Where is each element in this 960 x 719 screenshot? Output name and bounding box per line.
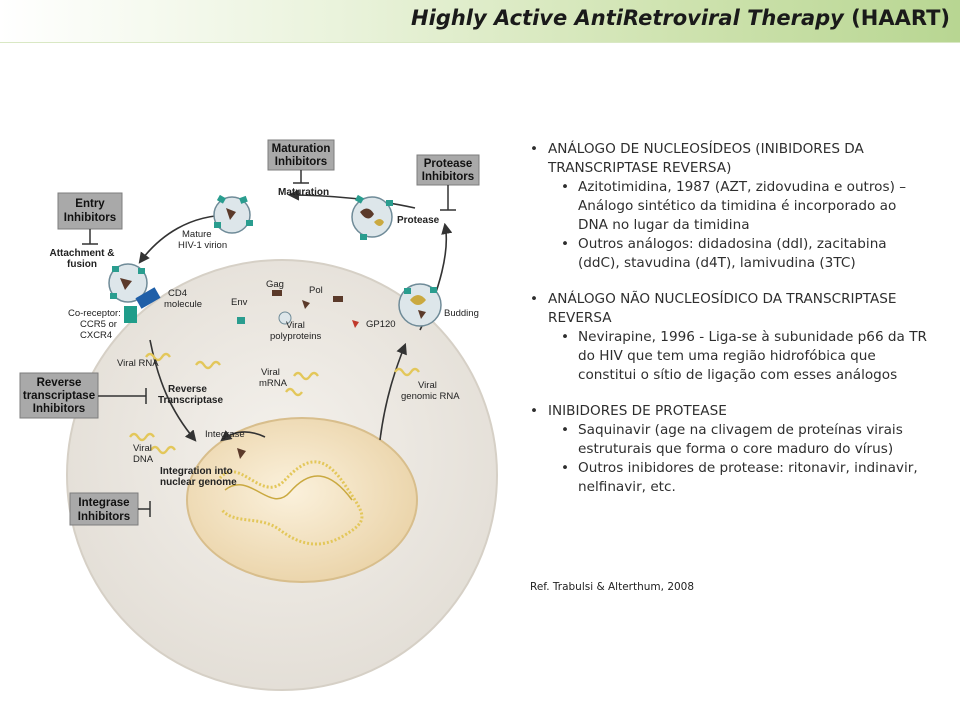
label-mature-1: Mature bbox=[182, 229, 212, 240]
title-divider bbox=[0, 42, 960, 43]
viral-proteins bbox=[237, 290, 359, 459]
label-attachment-1: Attachment & bbox=[49, 248, 114, 259]
label-coreceptor-1: Co-receptor: bbox=[68, 308, 121, 319]
section-heading: INIBIDORES DE PROTEASE bbox=[530, 402, 930, 421]
maturation-inhibitors-box: Maturation Inhibitors bbox=[267, 139, 335, 171]
reference: Ref. Trabulsi & Alterthum, 2008 bbox=[530, 581, 695, 593]
label-viral-dna-2: DNA bbox=[133, 454, 154, 465]
maturation-line1: Maturation bbox=[272, 143, 331, 155]
title-plain: (HAART) bbox=[851, 6, 950, 30]
protease-line1: Protease bbox=[424, 158, 473, 170]
list-item: Azitotimidina, 1987 (AZT, zidovudina e o… bbox=[561, 178, 930, 235]
coreceptor-shape bbox=[124, 306, 137, 323]
cd4-receptor bbox=[135, 287, 161, 309]
label-budding: Budding bbox=[444, 308, 479, 319]
integrase-inhibitors-box: Integrase Inhibitors bbox=[69, 492, 139, 526]
rna-strands bbox=[129, 352, 420, 455]
attaching-virion bbox=[108, 263, 148, 303]
section-list: Saquinavir (age na clivagem de proteínas… bbox=[530, 421, 930, 497]
section-heading: ANÁLOGO DE NUCLEOSÍDEOS (INIBIDORES DA T… bbox=[530, 140, 930, 178]
section-nucleoside: ANÁLOGO DE NUCLEOSÍDEOS (INIBIDORES DA T… bbox=[530, 140, 930, 273]
list-item: Outros inibidores de protease: ritonavir… bbox=[561, 459, 930, 497]
label-mature-2: HIV-1 virion bbox=[178, 240, 227, 251]
label-genomic-2: genomic RNA bbox=[401, 391, 460, 402]
content-column: ANÁLOGO DE NUCLEOSÍDEOS (INIBIDORES DA T… bbox=[530, 140, 930, 514]
entry-line1: Entry bbox=[75, 198, 105, 210]
label-viral-dna-1: Viral bbox=[133, 443, 152, 454]
list-item: Nevirapine, 1996 - Liga-se à subunidade … bbox=[561, 328, 930, 385]
mature-virion bbox=[213, 194, 253, 234]
entry-line2: Inhibitors bbox=[64, 212, 116, 224]
label-protease: Protease bbox=[397, 215, 440, 226]
section-list: Nevirapine, 1996 - Liga-se à subunidade … bbox=[530, 328, 930, 385]
maturation-line2: Inhibitors bbox=[275, 156, 327, 168]
label-gp120: GP120 bbox=[366, 319, 396, 330]
label-integration-1: Integration into bbox=[160, 466, 233, 477]
label-cd4-2: molecule bbox=[164, 299, 202, 310]
label-attachment-2: fusion bbox=[67, 259, 97, 270]
rt-inhibitors-box: Reverse transcriptase Inhibitors bbox=[19, 372, 99, 419]
label-pol: Pol bbox=[309, 285, 323, 296]
budding-virion bbox=[398, 283, 442, 327]
label-polyproteins-2: polyproteins bbox=[270, 331, 321, 342]
rt-line3: Inhibitors bbox=[33, 403, 85, 415]
section-protease: INIBIDORES DE PROTEASE Saquinavir (age n… bbox=[530, 402, 930, 497]
label-mrna-2: mRNA bbox=[259, 378, 288, 389]
title-italic: Highly Active AntiRetroviral Therapy bbox=[411, 6, 844, 30]
protease-inhibitors-box: Protease Inhibitors bbox=[416, 154, 480, 186]
label-integrase: Integrase bbox=[205, 429, 245, 440]
rt-line2: transcriptase bbox=[23, 390, 95, 402]
integrase-line2: Inhibitors bbox=[78, 511, 130, 523]
protease-line2: Inhibitors bbox=[422, 171, 474, 183]
slide-title: Highly Active AntiRetroviral Therapy (HA… bbox=[411, 6, 950, 30]
label-rt-2: Transcriptase bbox=[158, 395, 223, 406]
list-item: Saquinavir (age na clivagem de proteínas… bbox=[561, 421, 930, 459]
label-mrna-1: Viral bbox=[261, 367, 280, 378]
label-gag: Gag bbox=[266, 279, 284, 290]
entry-inhibitors-box: Entry Inhibitors bbox=[57, 192, 123, 230]
cell-nucleus bbox=[186, 417, 418, 583]
label-maturation: Maturation bbox=[278, 187, 329, 198]
inhibition-bars bbox=[82, 170, 456, 517]
integrase-line1: Integrase bbox=[78, 497, 129, 509]
hiv-lifecycle-diagram: Entry Inhibitors Maturation Inhibitors P… bbox=[19, 139, 498, 691]
label-coreceptor-2: CCR5 or bbox=[80, 319, 117, 330]
label-rt-1: Reverse bbox=[168, 384, 207, 395]
label-polyproteins-1: Viral bbox=[286, 320, 305, 331]
label-integration-2: nuclear genome bbox=[160, 477, 237, 488]
label-genomic-1: Viral bbox=[418, 380, 437, 391]
section-non-nucleoside: ANÁLOGO NÃO NUCLEOSÍDICO DA TRANSCRIPTAS… bbox=[530, 290, 930, 385]
nuclear-dna-strand bbox=[224, 475, 353, 501]
rt-line1: Reverse bbox=[37, 377, 82, 389]
list-item: Outros análogos: didadosina (ddI), zacit… bbox=[561, 235, 930, 273]
label-cd4-1: CD4 bbox=[168, 288, 187, 299]
label-coreceptor-3: CXCR4 bbox=[80, 330, 112, 341]
section-heading: ANÁLOGO NÃO NUCLEOSÍDICO DA TRANSCRIPTAS… bbox=[530, 290, 930, 328]
section-list: Azitotimidina, 1987 (AZT, zidovudina e o… bbox=[530, 178, 930, 273]
label-env: Env bbox=[231, 297, 248, 308]
title-bar: Highly Active AntiRetroviral Therapy (HA… bbox=[0, 0, 960, 42]
label-viral-rna: Viral RNA bbox=[117, 358, 159, 369]
immature-virion bbox=[351, 194, 393, 240]
